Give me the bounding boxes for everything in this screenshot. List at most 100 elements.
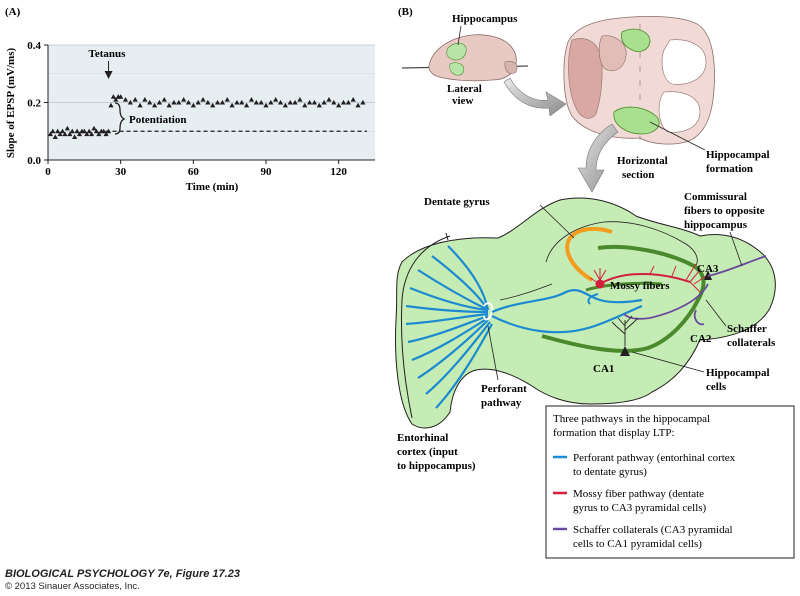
data-point: [277, 99, 284, 105]
x-tick-label: 30: [115, 166, 127, 178]
data-point: [229, 102, 235, 108]
horizontal-section-label-2: section: [622, 169, 654, 181]
legend-title-1: Three pathways in the hippocampal: [553, 413, 710, 425]
data-point: [96, 131, 102, 137]
data-point: [47, 131, 54, 137]
data-point: [81, 128, 87, 134]
hippocampal-cells-label-1: Hippocampal: [706, 367, 770, 379]
data-point: [176, 99, 182, 105]
data-point: [108, 102, 114, 108]
data-point: [200, 97, 206, 102]
data-point: [195, 99, 201, 105]
data-point: [185, 99, 192, 105]
lateral-brain: Hippocampus Lateral view: [401, 13, 529, 107]
perforant-label-2: pathway: [481, 397, 522, 409]
data-point: [74, 128, 80, 134]
hippocampus-lateral-lower: [449, 62, 465, 76]
legend-item-mossy-2: gyrus to CA3 pyramidal cells): [573, 502, 707, 514]
data-point: [72, 134, 78, 139]
data-point: [118, 94, 124, 99]
data-point: [57, 131, 63, 137]
data-point: [151, 102, 158, 108]
dentate-gyrus-label: Dentate gyrus: [424, 196, 490, 208]
x-tick-label: 60: [188, 166, 200, 178]
data-point: [316, 102, 322, 108]
data-point: [59, 128, 66, 134]
data-point: [360, 99, 366, 105]
data-point: [219, 99, 225, 105]
mossy-fiber-branches: [649, 263, 707, 293]
data-point: [103, 131, 109, 137]
data-points: [47, 94, 366, 139]
data-point: [311, 99, 318, 105]
data-point: [258, 99, 264, 105]
data-point: [340, 99, 347, 105]
data-point: [292, 99, 298, 105]
data-point: [142, 97, 148, 102]
data-point: [156, 99, 163, 105]
dentate-gyrus-leader: [539, 204, 575, 239]
data-point: [161, 97, 167, 102]
data-point: [336, 102, 342, 108]
data-point: [273, 97, 279, 102]
data-point: [67, 131, 73, 137]
data-point: [76, 131, 83, 137]
ca1-pyramidal-cell: [620, 346, 630, 356]
commissural-fiber-path: [707, 255, 767, 277]
figure-credit: BIOLOGICAL PSYCHOLOGY 7e, Figure 17.23 ©…: [5, 568, 240, 593]
y-ticks: 0.00.20.4: [27, 40, 48, 167]
entorhinal-bracket: [400, 235, 451, 419]
hippocampus-lateral: [446, 42, 467, 61]
hippocampal-cells-label-2: cells: [706, 381, 727, 393]
y-tick-label: 0.0: [27, 155, 41, 167]
potentiation-brace: [114, 102, 126, 135]
commissural-label-1: Commissural: [684, 191, 747, 203]
granule-cell-dendrites: [589, 268, 607, 285]
hippocampus-leader: [457, 25, 462, 46]
figure-credit-copyright: © 2013 Sinauer Associates, Inc.: [5, 581, 140, 592]
data-point: [93, 128, 100, 134]
data-point: [321, 99, 327, 105]
data-point: [62, 131, 68, 137]
legend-item-mossy-1: Mossy fiber pathway (dentate: [573, 488, 704, 500]
potentiation-label: Potentiation: [129, 114, 186, 126]
ca3-pyramidal-cell: [704, 270, 712, 280]
hippocampal-formation-label-2: formation: [706, 163, 753, 175]
data-point: [253, 99, 259, 105]
data-point: [89, 131, 95, 137]
granule-cell-layer: [585, 281, 663, 292]
data-point: [282, 102, 288, 108]
tetanus-label: Tetanus: [89, 48, 127, 60]
fissure-line: [499, 283, 553, 301]
data-point: [127, 99, 133, 105]
x-axis-label: Time (min): [186, 181, 239, 193]
hippocampal-formation-section: [613, 106, 660, 135]
data-point: [55, 128, 61, 134]
data-point: [122, 97, 129, 102]
cortex-gyri-left-2: [598, 35, 627, 71]
commissural-label-2: fibers to opposite: [684, 205, 765, 217]
hippocampal-formation-tissue: [395, 197, 776, 429]
legend-item-perforant-2: to dentate gyrus): [573, 466, 647, 478]
ca1-dendrites: [611, 315, 639, 346]
data-point: [171, 99, 177, 105]
transition-arrow-2: [577, 123, 619, 193]
x-tick-label: 90: [261, 166, 273, 178]
lateral-view-label-1: Lateral: [447, 83, 482, 95]
data-point: [307, 99, 313, 105]
hippocampus-section-upper: [621, 28, 651, 52]
horizontal-section-label-1: Horizontal: [617, 155, 668, 167]
schaffer-collateral-path: [623, 283, 709, 320]
lateral-brain-outline: [428, 34, 517, 82]
pyramidal-cell-layer: [541, 244, 706, 353]
data-point: [210, 102, 216, 108]
transition-arrow-1: [503, 77, 567, 117]
data-point: [234, 99, 240, 105]
legend-title-2: formation that display LTP:: [553, 427, 675, 439]
data-point: [326, 97, 332, 102]
data-point: [52, 134, 58, 139]
y-tick-label: 0.4: [27, 40, 41, 52]
